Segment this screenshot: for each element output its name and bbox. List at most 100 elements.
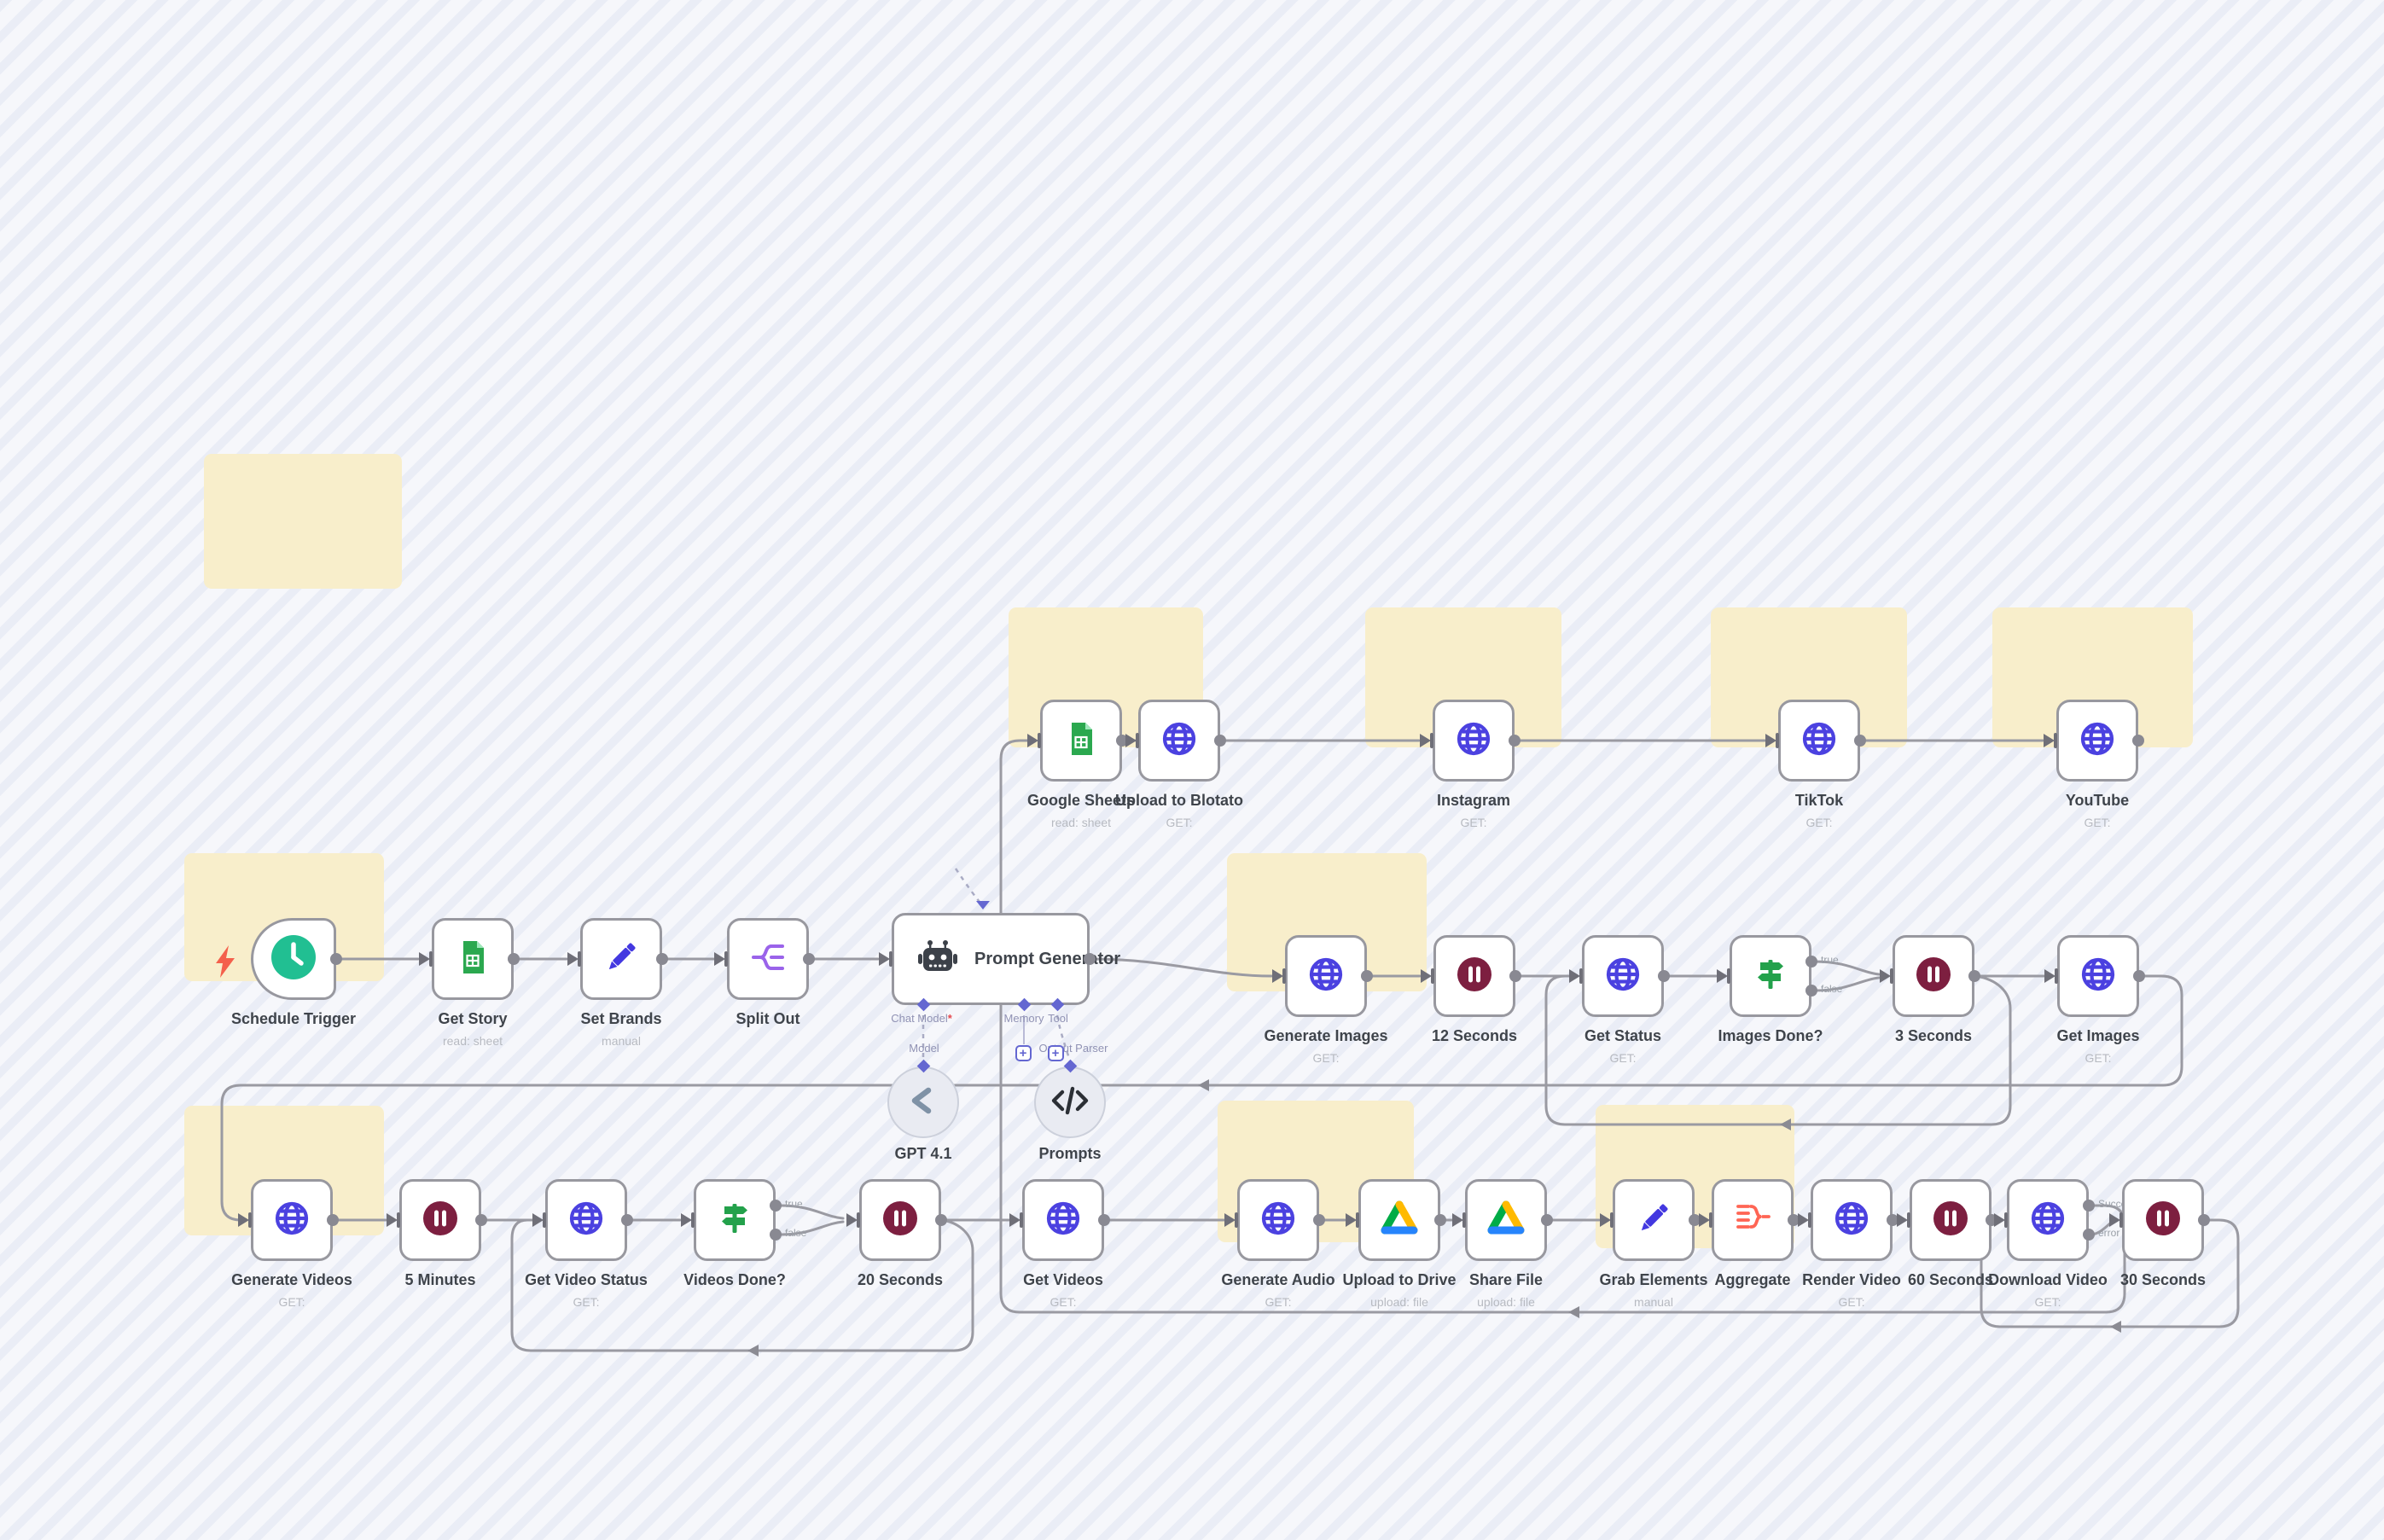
- node-3-seconds[interactable]: [1880, 935, 1980, 1017]
- node-instagram[interactable]: [1420, 700, 1521, 782]
- node-google-sheets[interactable]: [1027, 700, 1128, 782]
- subnode-gpt-41[interactable]: [887, 1066, 959, 1138]
- input-port[interactable]: [532, 1213, 544, 1227]
- input-port[interactable]: [714, 952, 725, 966]
- node-split-out[interactable]: [714, 918, 815, 1000]
- input-port[interactable]: [419, 952, 430, 966]
- node-generate-audio[interactable]: [1224, 1179, 1325, 1261]
- node-get-story[interactable]: [419, 918, 520, 1000]
- output-port[interactable]: [935, 1214, 947, 1226]
- output-port-false[interactable]: [770, 1229, 782, 1241]
- node-prompt-generator[interactable]: Prompt Generator: [879, 913, 1120, 1005]
- input-port[interactable]: [846, 1213, 858, 1227]
- output-port[interactable]: [2198, 1214, 2210, 1226]
- input-port[interactable]: [1272, 969, 1283, 983]
- input-port[interactable]: [567, 952, 579, 966]
- node-upload-to-drive[interactable]: [1346, 1179, 1446, 1261]
- input-port[interactable]: [879, 952, 890, 966]
- node-generate-videos[interactable]: [238, 1179, 339, 1261]
- node-aggregate[interactable]: [1699, 1179, 1800, 1261]
- input-port[interactable]: [1717, 969, 1728, 983]
- output-port-true[interactable]: [1805, 956, 1817, 968]
- output-port-true[interactable]: [770, 1200, 782, 1212]
- output-port[interactable]: [1658, 970, 1670, 982]
- output-port-success[interactable]: [2083, 1200, 2095, 1212]
- output-port[interactable]: [2132, 735, 2144, 747]
- node-tiktok[interactable]: [1765, 700, 1866, 782]
- output-port[interactable]: [1854, 735, 1866, 747]
- input-port[interactable]: [1600, 1213, 1611, 1227]
- output-port[interactable]: [1689, 1214, 1701, 1226]
- input-port[interactable]: [1125, 734, 1137, 747]
- output-port[interactable]: [1887, 1214, 1898, 1226]
- output-port[interactable]: [656, 953, 668, 965]
- input-port[interactable]: [1569, 969, 1580, 983]
- node-render-video[interactable]: [1798, 1179, 1898, 1261]
- input-port[interactable]: [1897, 1213, 1908, 1227]
- input-port[interactable]: [1699, 1213, 1710, 1227]
- output-port[interactable]: [621, 1214, 633, 1226]
- input-port[interactable]: [1765, 734, 1776, 747]
- node-get-videos[interactable]: [1009, 1179, 1110, 1261]
- input-port[interactable]: [2044, 734, 2055, 747]
- output-port[interactable]: [508, 953, 520, 965]
- input-port[interactable]: [1421, 969, 1432, 983]
- output-port[interactable]: [1968, 970, 1980, 982]
- input-port[interactable]: [1027, 734, 1038, 747]
- node-set-brands[interactable]: [567, 918, 668, 1000]
- node-60-seconds[interactable]: [1897, 1179, 1997, 1261]
- output-port[interactable]: [803, 953, 815, 965]
- input-port[interactable]: [1346, 1213, 1357, 1227]
- node-schedule-trigger[interactable]: [216, 918, 342, 1000]
- add-memory-button[interactable]: +: [1015, 1044, 1032, 1061]
- output-port[interactable]: [1098, 1214, 1110, 1226]
- input-port[interactable]: [681, 1213, 692, 1227]
- input-port[interactable]: [1224, 1213, 1236, 1227]
- output-port[interactable]: [1116, 735, 1128, 747]
- node-5-minutes[interactable]: [387, 1179, 487, 1261]
- output-port[interactable]: [2133, 970, 2145, 982]
- node-share-file[interactable]: [1452, 1179, 1553, 1261]
- input-port[interactable]: [2109, 1213, 2120, 1227]
- output-port-false[interactable]: [1805, 985, 1817, 997]
- node-generate-images[interactable]: [1272, 935, 1373, 1017]
- output-port[interactable]: [475, 1214, 487, 1226]
- node-upload-blotato[interactable]: [1125, 700, 1226, 782]
- output-port[interactable]: [1541, 1214, 1553, 1226]
- input-port[interactable]: [2044, 969, 2055, 983]
- input-port[interactable]: [1009, 1213, 1020, 1227]
- output-port[interactable]: [330, 953, 342, 965]
- input-port[interactable]: [1994, 1213, 2005, 1227]
- output-port[interactable]: [1214, 735, 1226, 747]
- sticky-note[interactable]: [204, 454, 402, 589]
- node-20-seconds[interactable]: [846, 1179, 947, 1261]
- input-port[interactable]: [1798, 1213, 1809, 1227]
- node-30-seconds[interactable]: [2109, 1179, 2210, 1261]
- output-port[interactable]: [1788, 1214, 1800, 1226]
- node-12-seconds[interactable]: [1421, 935, 1521, 1017]
- node-get-images[interactable]: [2044, 935, 2145, 1017]
- subnode-prompts[interactable]: [1034, 1066, 1106, 1138]
- output-port[interactable]: [1361, 970, 1373, 982]
- output-port[interactable]: [1313, 1214, 1325, 1226]
- output-port[interactable]: [327, 1214, 339, 1226]
- output-port-error[interactable]: [2083, 1229, 2095, 1241]
- output-port[interactable]: [1084, 953, 1096, 965]
- input-port[interactable]: [1880, 969, 1891, 983]
- output-port[interactable]: [1509, 735, 1521, 747]
- input-port[interactable]: [1452, 1213, 1463, 1227]
- node-grab-elements[interactable]: [1600, 1179, 1701, 1261]
- node-youtube[interactable]: [2044, 700, 2144, 782]
- input-port[interactable]: [387, 1213, 398, 1227]
- node-get-status[interactable]: [1569, 935, 1670, 1017]
- input-port[interactable]: [1420, 734, 1431, 747]
- output-port[interactable]: [1509, 970, 1521, 982]
- output-port[interactable]: [1434, 1214, 1446, 1226]
- node-get-video-status[interactable]: [532, 1179, 633, 1261]
- add-tool-button[interactable]: +: [1047, 1044, 1064, 1061]
- input-port[interactable]: [238, 1213, 249, 1227]
